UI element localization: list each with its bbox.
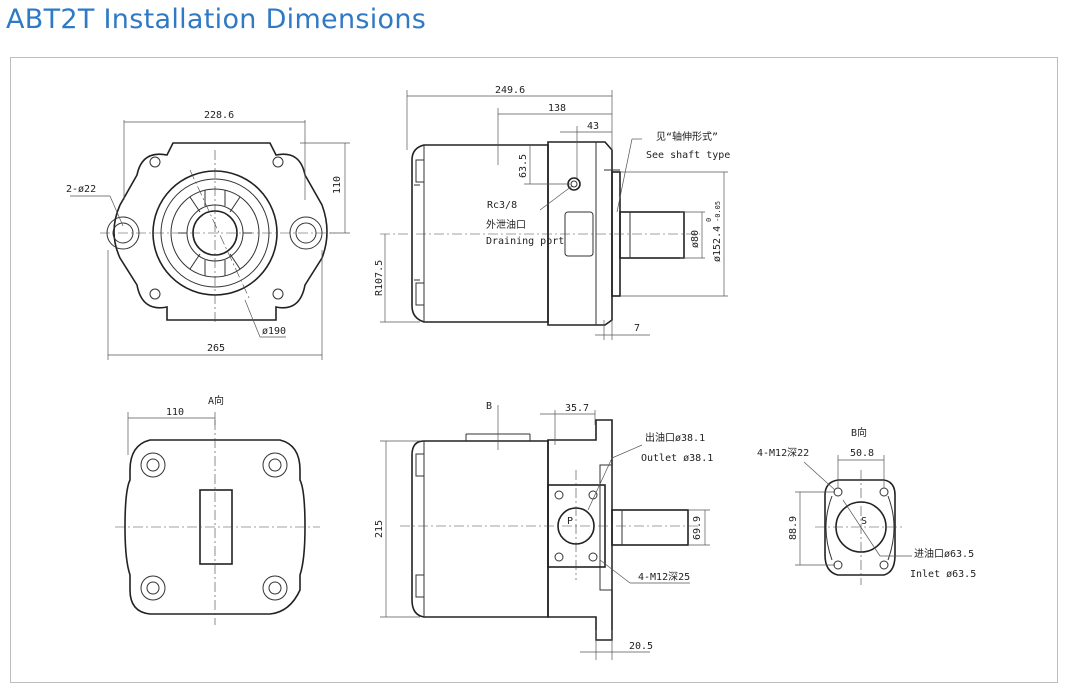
side-pilot-tol-upper: 0: [705, 218, 713, 222]
side-drain-en-label: Draining port: [486, 236, 564, 247]
a-view-label: A向: [208, 394, 224, 407]
a-view: [115, 412, 320, 625]
side-length-43-label: 43: [587, 121, 599, 132]
bottom-view: [380, 405, 710, 660]
side-port-thread-label: Rc3/8: [487, 200, 517, 211]
b-view-width-label: 50.8: [850, 448, 874, 459]
front-circle-dia-label: ø190: [262, 326, 286, 337]
bottom-dim-35-7-label: 35.7: [565, 403, 589, 414]
b-view: [795, 455, 912, 585]
drawing-frame: [10, 57, 1058, 683]
side-flange-thk-label: 7: [634, 323, 640, 334]
bottom-outlet-cn-label: 出油口ø38.1: [645, 431, 705, 444]
side-pilot-tol-lower: -0.05: [714, 201, 722, 222]
bottom-shaft-69-9-label: 69.9: [692, 516, 703, 540]
front-width-top-label: 228.6: [204, 110, 234, 121]
front-half-height-label: 110: [332, 176, 343, 194]
side-shaft-note-en: See shaft type: [646, 150, 730, 161]
bottom-bolt-note-label: 4-M12深25: [638, 571, 690, 583]
bottom-height-215-label: 215: [374, 520, 385, 538]
bottom-outlet-en-label: Outlet ø38.1: [641, 453, 713, 464]
bottom-p-label: P: [567, 516, 573, 527]
a-view-width-label: 110: [166, 407, 184, 418]
front-overall-width-label: 265: [207, 343, 225, 354]
side-overall-length-label: 249.6: [495, 85, 525, 96]
b-view-label: B向: [851, 426, 867, 439]
side-shaft-note-cn: 见“轴伸形式”: [656, 130, 718, 143]
side-view: [380, 90, 728, 340]
b-view-inlet-cn-label: 进油口ø63.5: [914, 547, 974, 560]
side-pilot-dia-label: ø152.4: [712, 226, 723, 262]
bottom-dim-20-5-label: 20.5: [629, 641, 653, 652]
bottom-b-label: B: [486, 401, 492, 412]
b-view-inlet-en-label: Inlet ø63.5: [910, 569, 976, 580]
side-port-offset-label: 63.5: [518, 154, 529, 178]
front-hole-count-label: 2-ø22: [66, 184, 96, 195]
b-view-s-label: S: [861, 516, 867, 527]
side-length-138-label: 138: [548, 103, 566, 114]
side-shaft-dia-label: ø80: [690, 230, 701, 248]
side-drain-cn-label: 外泄油口: [486, 218, 526, 231]
side-radius-label: R107.5: [374, 260, 385, 296]
page-title: ABT2T Installation Dimensions: [6, 4, 427, 35]
b-view-height-label: 88.9: [788, 516, 799, 540]
front-view: [70, 120, 350, 360]
b-view-bolt-note-label: 4-M12深22: [757, 447, 809, 459]
